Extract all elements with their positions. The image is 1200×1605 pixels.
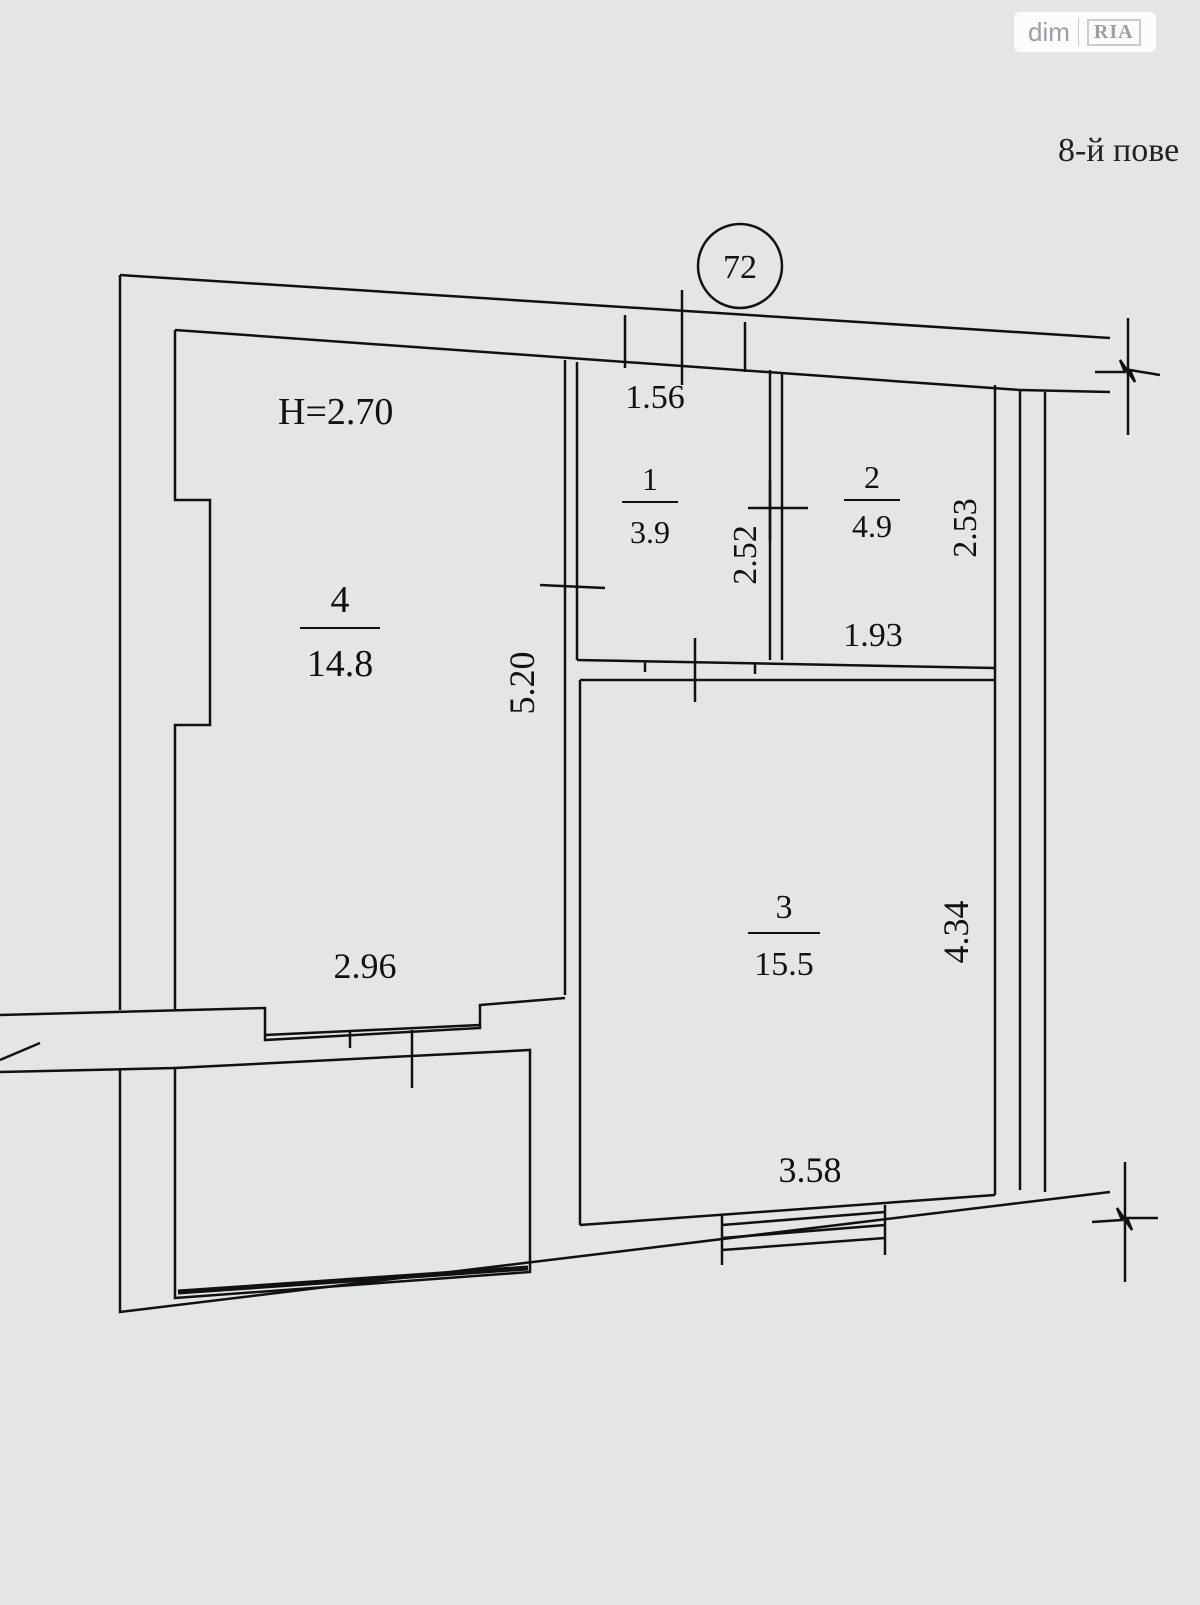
partition-mid (768, 370, 784, 660)
balcony (173, 1048, 532, 1300)
watermark-separator (1077, 18, 1079, 46)
dim-room3-width: 3.58 (779, 1150, 842, 1190)
room2-number: 2 (864, 459, 880, 495)
dim-room4-depth: 5.20 (502, 652, 542, 715)
dim-room2-width: 1.93 (843, 617, 903, 654)
dim-room3-depth: 4.34 (936, 901, 976, 964)
partition-left (563, 360, 582, 1225)
door-tick-room1 (539, 583, 606, 590)
dim-corridor-width: 1.56 (625, 379, 685, 416)
room4-niche (173, 330, 212, 1010)
room4-area: 14.8 (307, 643, 374, 685)
dim-room1-depth: 2.52 (727, 525, 764, 585)
apartment-number: 72 (723, 249, 757, 286)
watermark-sub: RIA (1086, 18, 1141, 46)
room3-number: 3 (776, 889, 793, 926)
watermark-logo: dim RIA (1014, 12, 1156, 52)
room3-area: 15.5 (754, 946, 814, 983)
inner-wall (174, 328, 1111, 1190)
balcony-rail (177, 1265, 529, 1295)
watermark-brand: dim (1028, 16, 1070, 47)
outer-wall (118, 273, 1111, 1314)
floor-label: 8-й пове (1058, 132, 1180, 169)
break-mark-top (1095, 318, 1161, 435)
door-tick-room2 (748, 480, 808, 540)
balcony-door (264, 1023, 481, 1088)
ceiling-height: H=2.70 (278, 391, 393, 433)
room2-area: 4.9 (852, 508, 892, 544)
room3-window (720, 1205, 887, 1265)
room3-bottom-wall (579, 1193, 996, 1227)
partition-horizontal (576, 658, 996, 682)
room1-area: 3.9 (630, 514, 670, 550)
room4-number: 4 (331, 579, 350, 621)
dim-room2-depth: 2.53 (947, 498, 984, 558)
entry-opening (0, 996, 566, 1074)
top-window (623, 290, 747, 385)
apartment-number-circle (696, 222, 784, 310)
dim-room4-width: 2.96 (334, 946, 397, 986)
break-mark-bottom (1091, 1162, 1158, 1282)
room1-number: 1 (642, 461, 658, 497)
